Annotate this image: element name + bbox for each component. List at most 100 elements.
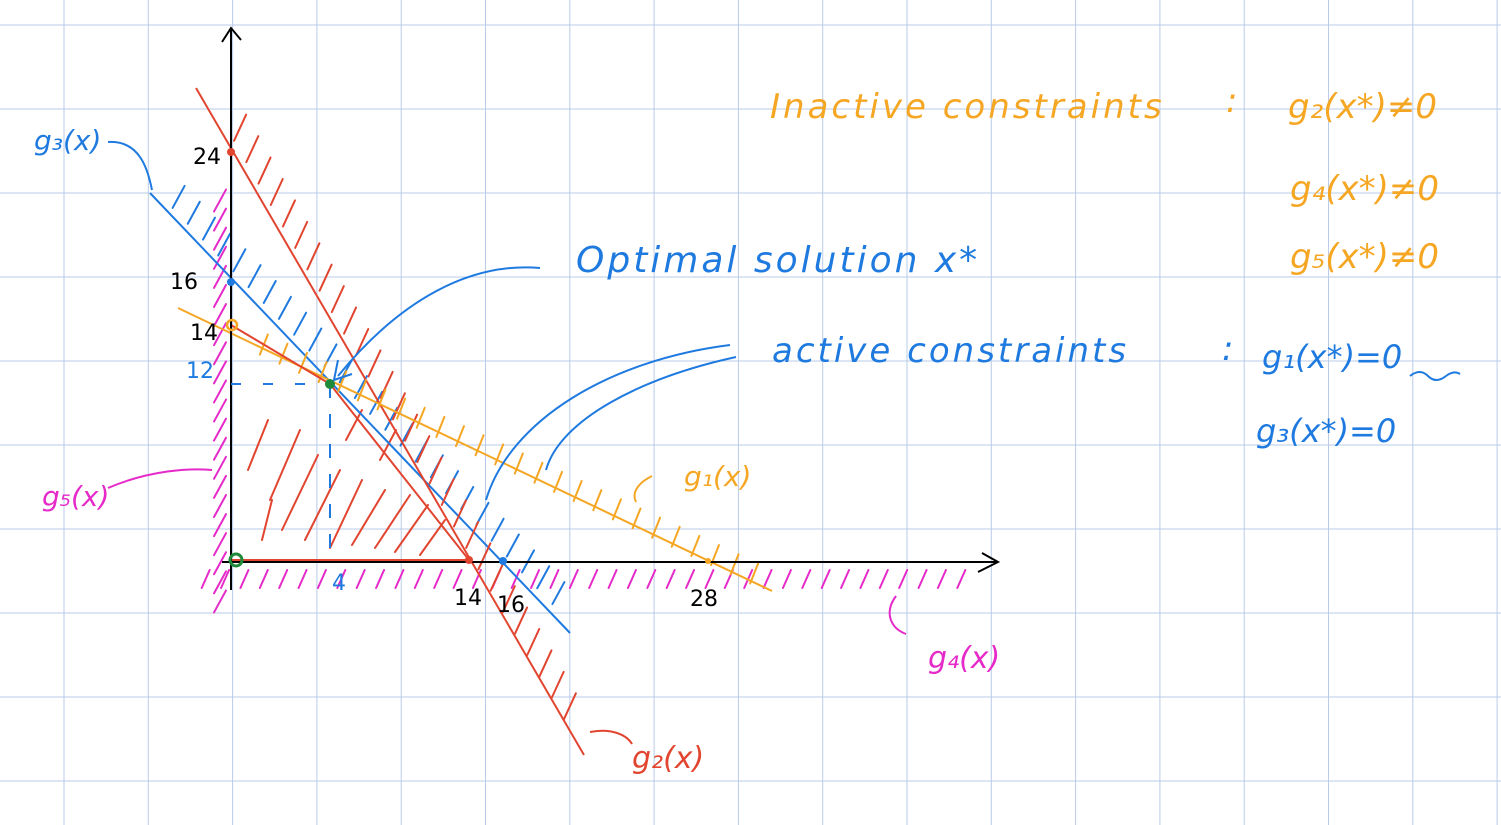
x-axis-arrow (977, 552, 1001, 573)
optimal-arrow (337, 266, 541, 377)
g1-constraint (177, 307, 773, 592)
g4-hatch (200, 569, 967, 589)
hatch-mark (258, 569, 269, 589)
hatch-mark (413, 569, 424, 589)
hatch-mark (306, 242, 321, 271)
g3-leader (107, 140, 153, 191)
hatch-mark (471, 569, 482, 589)
hatch-mark (213, 284, 227, 308)
hatch-mark (501, 585, 516, 614)
hatch-mark (213, 474, 227, 499)
hatch-mark (391, 392, 406, 421)
hatch-mark (213, 341, 227, 366)
g2-label: g₂(x) (632, 741, 704, 776)
hatch-mark (213, 226, 227, 251)
inactive-item: g₂(x*)≠0 (1288, 87, 1437, 127)
x-tick-label: 16 (497, 593, 525, 618)
point-g3-y-intercept (227, 278, 235, 286)
constraint-labels: g₃(x) g₅(x) g₁(x) g₄(x) g₂(x) (34, 124, 1000, 776)
hatch-mark (213, 379, 227, 404)
hatch-mark (278, 569, 289, 589)
feasible-region-hatch (247, 409, 446, 556)
axes (221, 26, 1001, 590)
feasible-stroke (345, 409, 363, 441)
hatch-mark (278, 342, 289, 365)
hatch-mark (762, 569, 773, 589)
hatch-mark (477, 542, 492, 571)
hatch-mark (505, 533, 520, 558)
point-g2-x-intercept (465, 556, 473, 564)
hatch-mark (428, 456, 443, 485)
hatch-mark (452, 499, 467, 528)
hatch-mark (213, 570, 227, 595)
hatch-mark (452, 569, 463, 589)
hatch-mark (200, 569, 211, 589)
points (225, 148, 711, 568)
g1-hatch (258, 333, 760, 585)
g1-label: g₁(x) (684, 460, 751, 493)
hatch-mark (213, 589, 227, 614)
hatch-mark (213, 551, 227, 576)
hatch-mark (294, 220, 309, 249)
hatch-mark (568, 569, 579, 589)
hatch-mark (572, 480, 583, 503)
hatch-mark (435, 415, 446, 438)
hatch-mark (247, 264, 262, 289)
hatch-mark (514, 606, 529, 635)
g5-leader (107, 468, 213, 489)
inactive-item: g₄(x*)≠0 (1290, 169, 1439, 209)
hatch-mark (343, 306, 358, 335)
g5-constraint (213, 150, 232, 614)
optimal-label: Optimal solution x* (576, 240, 980, 281)
hatch-mark (440, 478, 455, 506)
feasible-stroke (329, 479, 363, 549)
hatch-mark (298, 351, 309, 374)
hatch-mark (704, 569, 715, 589)
hatch-mark (213, 494, 227, 518)
hatch-mark (513, 452, 524, 475)
feasible-stroke (261, 499, 273, 541)
active-underline (1409, 371, 1461, 381)
hatch-mark (936, 569, 947, 589)
active-item: g₃(x*)=0 (1256, 412, 1396, 450)
hatch-mark (801, 569, 812, 589)
hatch-mark (820, 569, 831, 589)
hatch-mark (690, 534, 701, 557)
hatch-mark (898, 569, 909, 589)
hatch-mark (355, 569, 366, 589)
point-optimal (325, 379, 335, 389)
annotations: Optimal solution x* active constraints :… (332, 81, 1461, 501)
feasible-stroke (269, 429, 301, 501)
hatch-mark (281, 199, 296, 228)
g3-label: g₃(x) (34, 124, 101, 157)
hatch-mark (607, 569, 618, 589)
hatch-mark (356, 379, 367, 402)
active-colon: : (1222, 329, 1233, 369)
g1-line (177, 307, 773, 592)
hatch-mark (592, 489, 603, 512)
hatch-mark (269, 178, 284, 206)
hatch-mark (553, 470, 564, 493)
hatch-mark (379, 370, 394, 399)
feasible-stroke (374, 494, 411, 549)
hatch-mark (562, 692, 577, 721)
hatch-mark (611, 498, 622, 521)
point-g1-y-intercept (225, 318, 239, 332)
hatch-mark (685, 569, 696, 589)
hatch-mark (465, 520, 480, 549)
active-item: g₁(x*)=0 (1262, 338, 1402, 376)
hatch-mark (330, 285, 345, 314)
hatch-mark (878, 569, 889, 589)
hatch-mark (171, 184, 186, 209)
feasible-stroke (351, 489, 386, 546)
inactive-heading: Inactive constraints (770, 87, 1165, 127)
point-g3-x-intercept (499, 557, 507, 565)
hatch-mark (213, 322, 227, 347)
hatch-mark (201, 216, 216, 241)
y-tick-label: 24 (193, 145, 221, 170)
hatch-mark (416, 435, 431, 464)
hatch-mark (538, 649, 553, 678)
hatch-mark (394, 569, 405, 589)
